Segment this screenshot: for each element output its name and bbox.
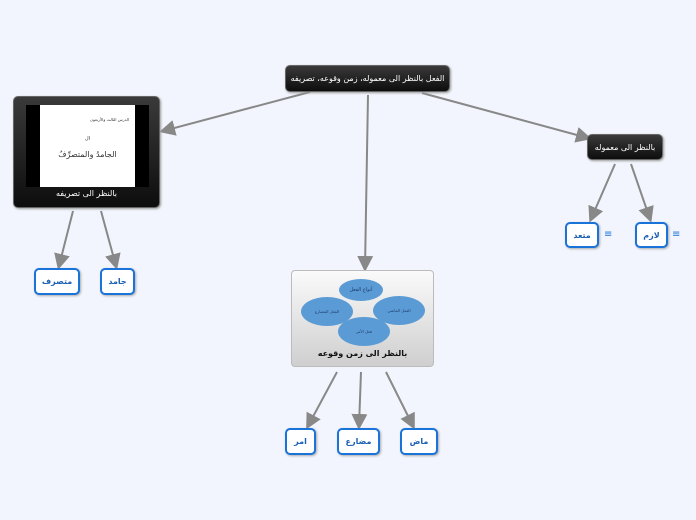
leaf-label: لازم — [643, 230, 660, 240]
leaf-mutasarrif[interactable]: متصرف — [34, 268, 80, 295]
connector-line — [351, 371, 368, 430]
connector-line — [421, 92, 592, 143]
connector-line — [54, 210, 74, 270]
ellipse-label: الفعل المضارع — [314, 309, 340, 314]
menu-lines-icon[interactable]: ≡ — [672, 229, 681, 240]
leaf-label: جامد — [108, 277, 127, 286]
diagram-ellipse: أنواع الفعل — [339, 279, 383, 301]
menu-lines-icon[interactable]: ≡ — [604, 229, 613, 240]
node-tense[interactable]: أنواع الفعل الفعل الماضي الفعل المضارع ف… — [291, 270, 434, 367]
ellipse-label: أنواع الفعل — [349, 287, 373, 293]
leaf-label: متصرف — [41, 277, 73, 286]
connector-line — [588, 163, 616, 223]
slide-page: الدرس الثالث والأربعون ال الجامدُ والمتص… — [40, 105, 135, 187]
leaf-label: امر — [294, 437, 307, 446]
connector-line — [385, 371, 415, 430]
ellipse-label: فعل الأمر — [356, 329, 372, 334]
root-label: الفعل بالنظر الى معموله، زمن وقوعه، تصري… — [290, 74, 445, 83]
node-object[interactable]: بالنظر الى معموله — [587, 134, 663, 160]
connector-line — [357, 94, 374, 272]
root-node[interactable]: الفعل بالنظر الى معموله، زمن وقوعه، تصري… — [285, 65, 450, 92]
slide-image: الدرس الثالث والأربعون ال الجامدُ والمتص… — [26, 105, 149, 187]
ellipse-label: الفعل الماضي — [387, 308, 411, 313]
slide-line: الدرس الثالث والأربعون — [90, 117, 129, 122]
connector-line — [100, 210, 121, 270]
connector-line — [306, 371, 338, 430]
leaf-label: مضارع — [345, 437, 372, 446]
slide-line: الجامدُ والمتصرِّفُ — [58, 150, 117, 159]
leaf-label: ماض — [409, 437, 429, 446]
leaf-lazim[interactable]: لازم — [635, 222, 668, 248]
leaf-amr[interactable]: امر — [285, 428, 316, 455]
node-label: بالنظر الى زمن وقوعه — [317, 349, 408, 358]
leaf-jamid[interactable]: جامد — [100, 268, 135, 295]
connector-line — [630, 163, 654, 223]
leaf-mutaaddi[interactable]: متعد — [565, 222, 599, 248]
leaf-mudari[interactable]: مضارع — [337, 428, 380, 455]
node-label: بالنظر الى تصريفه — [55, 189, 118, 198]
node-label: بالنظر الى معموله — [594, 142, 656, 152]
leaf-label: متعد — [573, 230, 591, 240]
slide-line: ال — [84, 136, 91, 142]
connector-line — [159, 91, 311, 136]
node-conjugation[interactable]: الدرس الثالث والأربعون ال الجامدُ والمتص… — [13, 96, 160, 208]
leaf-madi[interactable]: ماض — [400, 428, 438, 455]
diagram-ellipse: فعل الأمر — [338, 317, 390, 346]
